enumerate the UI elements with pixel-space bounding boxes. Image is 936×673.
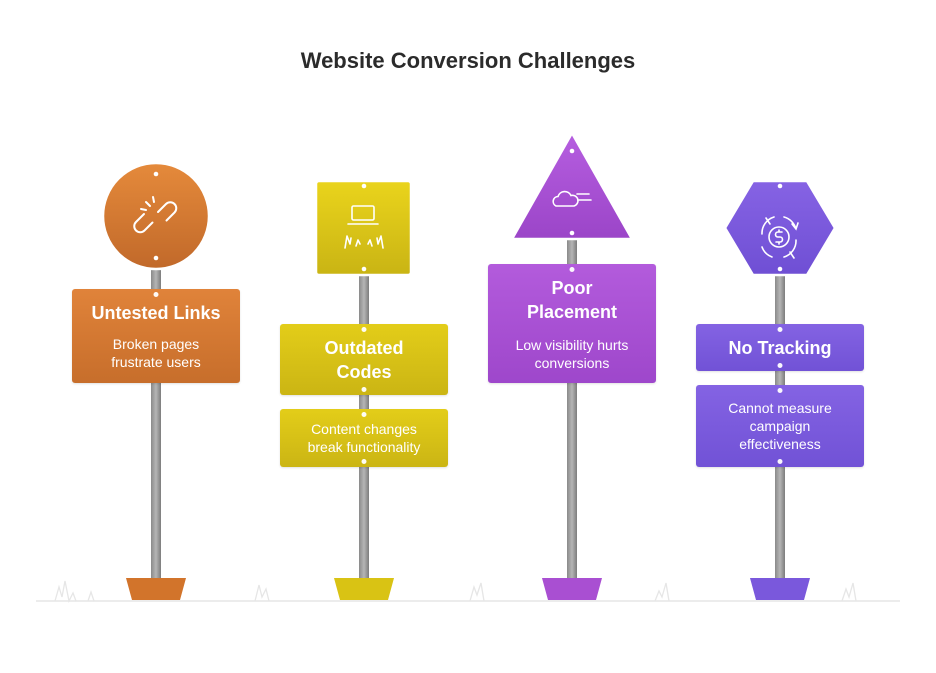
panel-no-tracking: No Tracking	[696, 324, 864, 371]
pole-1	[151, 262, 161, 584]
cloud-wind-icon	[552, 190, 592, 207]
base-2	[334, 578, 394, 600]
panel-no-tracking-description: Cannot measure campaign effectiveness	[696, 385, 864, 467]
broken-link-icon	[133, 196, 178, 234]
base-3	[542, 578, 602, 600]
sign-description: Low visibility hurts conversions	[515, 336, 629, 371]
base-4	[750, 578, 810, 600]
panel-outdated-codes: Outdated Codes	[280, 324, 448, 395]
sign-hexagon	[723, 179, 837, 277]
sign-title: Outdated Codes	[324, 337, 404, 382]
sign-description: Cannot measure campaign effectiveness	[728, 400, 832, 452]
panel-untested-links: Untested Links Broken pages frustrate us…	[72, 289, 240, 383]
money-cycle-icon	[761, 216, 799, 259]
sign-triangle	[510, 131, 634, 241]
laptop-hands-icon	[344, 205, 384, 249]
base-1	[126, 578, 186, 600]
sign-description: Broken pages frustrate users	[111, 336, 201, 370]
panel-poor-placement: Poor Placement Low visibility hurts conv…	[488, 264, 656, 383]
sign-title: Poor Placement	[526, 277, 618, 322]
sign-title: No Tracking	[728, 337, 832, 358]
sign-circle	[101, 161, 211, 271]
sign-square	[314, 179, 413, 277]
grass-decoration	[54, 580, 857, 603]
pole-3	[567, 236, 577, 584]
sign-title: Untested Links	[91, 303, 221, 323]
page-title: Website Conversion Challenges	[300, 48, 636, 73]
panel-outdated-codes-description: Content changes break functionality	[280, 409, 448, 467]
sign-description: Content changes break functionality	[307, 421, 421, 455]
